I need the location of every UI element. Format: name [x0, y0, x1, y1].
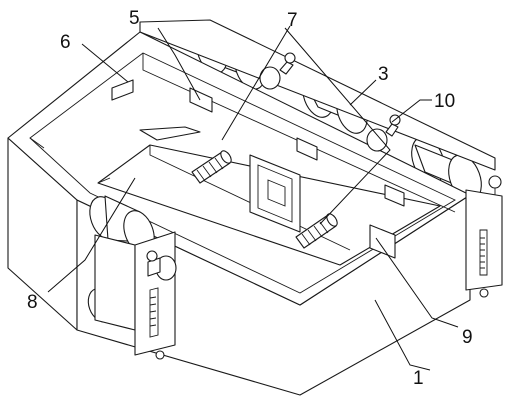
leader-3: [349, 79, 377, 106]
leader-7: [221, 25, 291, 141]
knob-screw-1: [259, 52, 296, 90]
label-9: 9: [462, 327, 473, 348]
leader-7b: [284, 27, 391, 225]
leader-1: [374, 299, 431, 371]
label-8: 8: [27, 292, 38, 313]
spring-lower: [295, 213, 338, 249]
label-1: 1: [413, 368, 424, 389]
spring-upper: [191, 150, 232, 184]
leader-6: [81, 43, 129, 83]
leader-lines: [47, 25, 459, 371]
left-roller-assembly: [87, 195, 177, 360]
knob-screw-2: [366, 114, 401, 152]
center-block: [249, 154, 301, 233]
leader-10: [391, 99, 432, 123]
label-10: 10: [434, 91, 455, 112]
leader-9: [375, 237, 459, 328]
label-6: 6: [60, 32, 71, 53]
leader-5: [157, 27, 201, 101]
label-7: 7: [287, 10, 298, 31]
leader-8: [47, 177, 136, 293]
callouts: 1 3 5 6 7 8 9 10: [27, 8, 473, 389]
label-3: 3: [378, 64, 389, 85]
right-scale-bracket: [465, 189, 503, 298]
label-5: 5: [129, 8, 140, 29]
rail-brackets: [111, 79, 405, 259]
